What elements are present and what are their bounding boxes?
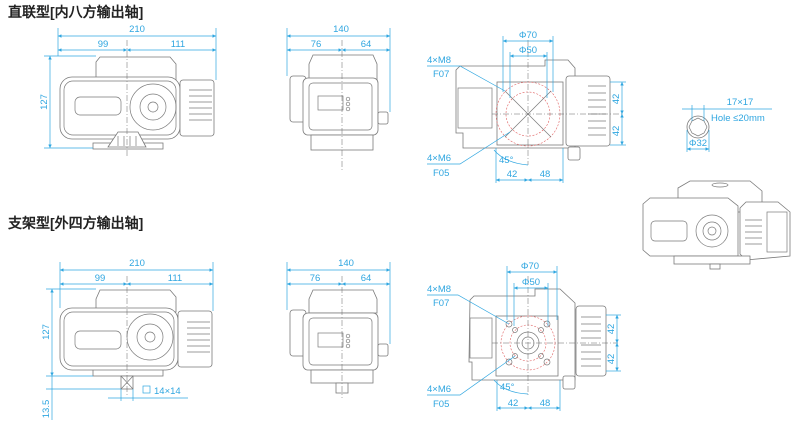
dim-42-lower-2: 42	[606, 354, 617, 365]
side-view-direct	[289, 40, 389, 170]
dim-42-upper: 42	[611, 94, 622, 105]
dim-side-right: 64	[361, 39, 372, 50]
side-view-direct-dimensions: 140 76 64	[286, 24, 391, 112]
dim-overall-width: 210	[129, 24, 145, 35]
dim-stem-height: 13.5	[41, 400, 52, 419]
bottom-view-bracket-dimensions: Φ70 Φ50 4×M8 F07 4×M6 F05 45° 42 48 42 4…	[427, 261, 621, 411]
bottom-view-bracket	[468, 276, 618, 395]
label-f05-2: F05	[433, 399, 449, 410]
actuator-isometric-view	[642, 180, 791, 270]
bottom-view-direct	[455, 40, 622, 165]
side-view-bracket-dimensions: 140 76 64	[286, 258, 391, 344]
label-f07-2: F07	[433, 298, 449, 309]
dim-overall-width-2: 210	[129, 258, 145, 269]
dim-42-upper-2: 42	[606, 324, 617, 335]
dim-left-width: 99	[98, 39, 109, 50]
label-4xm6: 4×M6	[427, 153, 451, 164]
bottom-view-direct-dimensions: Φ70 Φ50 4×M8 F07 4×M6 F05 45° 42 48 42 4…	[427, 30, 626, 183]
dim-right-width-2: 111	[168, 273, 182, 284]
shaft-hole-detail: 17×17 Hole ≤20mm Φ32	[682, 97, 772, 152]
dim-side-left: 76	[311, 39, 322, 50]
dim-height-2: 127	[41, 324, 52, 340]
dim-48-2: 48	[540, 398, 551, 409]
label-f05: F05	[433, 168, 449, 179]
dim-right-width: 111	[171, 39, 185, 50]
section-title-direct: 直联型[内八方输出轴]	[8, 4, 143, 20]
label-4xm8: 4×M8	[427, 55, 451, 66]
dim-42-horizontal-2: 42	[508, 398, 519, 409]
dim-42-lower: 42	[611, 126, 622, 137]
front-view-direct	[59, 40, 215, 156]
dim-48: 48	[540, 169, 551, 180]
dim-side-width-2: 140	[338, 258, 354, 269]
dim-side-width: 140	[333, 24, 349, 35]
label-45deg: 45°	[499, 155, 514, 166]
front-view-bracket	[59, 276, 213, 395]
dim-phi70: Φ70	[519, 30, 537, 41]
label-4xm8-2: 4×M8	[427, 284, 451, 295]
dim-phi70-2: Φ70	[521, 261, 539, 272]
dim-height: 127	[39, 94, 50, 110]
square-symbol-icon	[142, 385, 151, 394]
dim-side-right-2: 64	[361, 273, 372, 284]
dim-42-horizontal: 42	[507, 169, 518, 180]
dim-phi50: Φ50	[519, 45, 537, 56]
side-view-bracket	[289, 276, 389, 398]
front-view-direct-dimensions: 210 99 111 127	[39, 24, 217, 149]
front-view-bracket-dimensions: 210 99 111 127 13.5 14×14	[41, 258, 214, 420]
dim-left-width-2: 99	[95, 273, 106, 284]
label-phi32: Φ32	[689, 138, 707, 149]
section-title-bracket: 支架型[外四方输出轴]	[7, 215, 143, 231]
label-14x14: 14×14	[154, 386, 181, 397]
label-f07: F07	[433, 69, 449, 80]
dim-side-left-2: 76	[310, 273, 321, 284]
label-4xm6-2: 4×M6	[427, 384, 451, 395]
label-hole-max: Hole ≤20mm	[711, 113, 765, 124]
label-45deg-2: 45°	[500, 382, 515, 393]
label-17x17: 17×17	[727, 97, 754, 108]
dim-phi50-2: Φ50	[522, 277, 540, 288]
